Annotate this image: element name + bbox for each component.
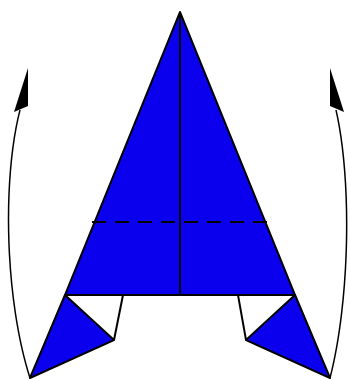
- right-fold-arrow: [330, 110, 347, 378]
- right-arrowhead-icon: [330, 68, 344, 112]
- left-fold-arrow: [9, 110, 30, 378]
- left-arrowhead-icon: [14, 68, 28, 112]
